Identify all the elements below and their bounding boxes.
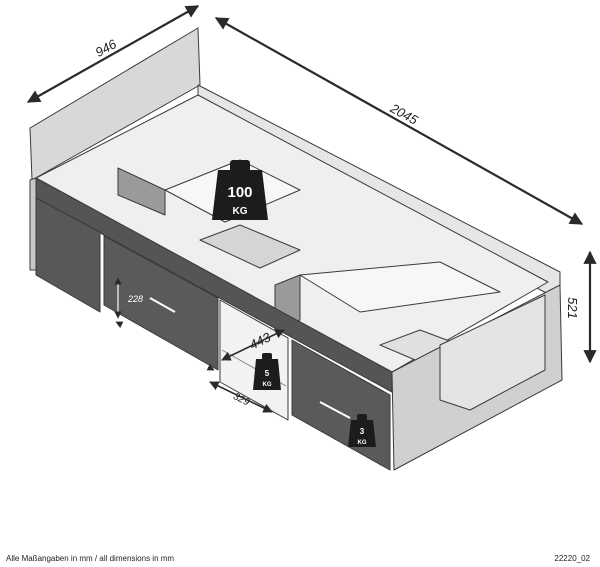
units-note: Alle Maßangaben in mm / all dimensions i… xyxy=(6,554,175,563)
inner-panel-e xyxy=(299,261,501,313)
drawer-dimension-lines xyxy=(114,277,215,371)
height-label: 521 xyxy=(565,297,580,319)
drawer-height-label: 228 xyxy=(127,294,143,304)
footboard-inset xyxy=(439,294,546,411)
dimension-lines xyxy=(26,5,597,413)
depth-label: 946 xyxy=(93,36,120,60)
drawer-weight-value: 3 xyxy=(360,427,365,436)
article-code: 22220_02 xyxy=(554,554,590,563)
bed-illustration xyxy=(29,27,563,471)
bed-weight-unit: KG xyxy=(233,206,248,217)
drawer-weight-unit: KG xyxy=(358,440,367,446)
front-lower-left xyxy=(35,197,101,313)
drawer-width-label: 624 xyxy=(127,335,145,351)
length-arrow xyxy=(214,17,584,225)
weight-icon-3kg: 3 KG xyxy=(348,414,376,447)
shelf-depth-arrow xyxy=(209,381,273,413)
depth-arrow xyxy=(26,5,200,103)
inner-panel-a xyxy=(117,167,166,216)
shelf-weight-unit: KG xyxy=(263,382,272,388)
shelf-weight-value: 5 xyxy=(265,369,270,378)
shelf-width-arrow xyxy=(221,329,285,361)
bed-weight-value: 100 xyxy=(227,184,252,201)
inner-panel-c xyxy=(199,224,301,269)
left-side-panel xyxy=(29,177,37,271)
